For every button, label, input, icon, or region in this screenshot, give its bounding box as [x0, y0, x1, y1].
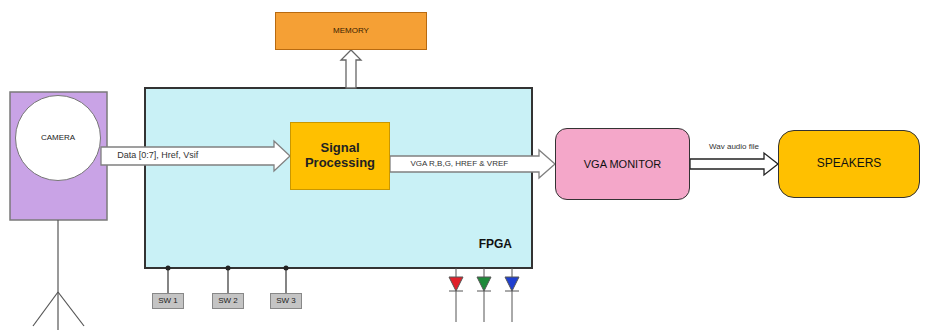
led-red — [449, 268, 463, 322]
node-label: SPEAKERS — [817, 157, 882, 171]
wire — [226, 266, 231, 294]
block-arrow — [101, 141, 290, 171]
signal-label: Wav audio file — [707, 143, 761, 152]
wire — [166, 266, 171, 294]
fpga-board: FPGA Signal Processing — [145, 88, 532, 268]
node-label: SW 3 — [276, 296, 296, 305]
node-label: SW 2 — [218, 296, 238, 305]
node-label: SW 1 — [158, 296, 178, 305]
block-arrow — [690, 153, 778, 175]
node-label: VGA MONITOR — [584, 158, 661, 171]
node-label: MEMORY — [333, 26, 369, 35]
node-label: CAMERA — [41, 133, 75, 142]
fpga-fill — [145, 88, 532, 268]
monitor-box: VGA MONITOR — [555, 128, 690, 200]
signal-label: VGA R,B,G, HREF & VREF — [408, 160, 510, 169]
node-label: FPGA — [479, 238, 512, 252]
led-green — [477, 268, 491, 322]
memory-box: MEMORY — [275, 12, 427, 50]
node-label: Signal Processing — [295, 141, 385, 171]
camera-lens: CAMERA — [15, 95, 101, 181]
switch-box: SW 1 — [152, 293, 184, 309]
tripod — [33, 220, 84, 330]
block-arrow — [390, 150, 555, 178]
camera-body — [10, 92, 107, 220]
signal-label: Data [0:7], Href, Vsif — [115, 151, 200, 161]
led-blue — [505, 268, 519, 322]
wire — [284, 266, 289, 294]
speaker-box: SPEAKERS — [778, 130, 920, 198]
switch-box: SW 2 — [212, 293, 244, 309]
process-box: Signal Processing — [290, 122, 390, 190]
switch-box: SW 3 — [270, 293, 302, 309]
block-arrow — [341, 50, 361, 88]
